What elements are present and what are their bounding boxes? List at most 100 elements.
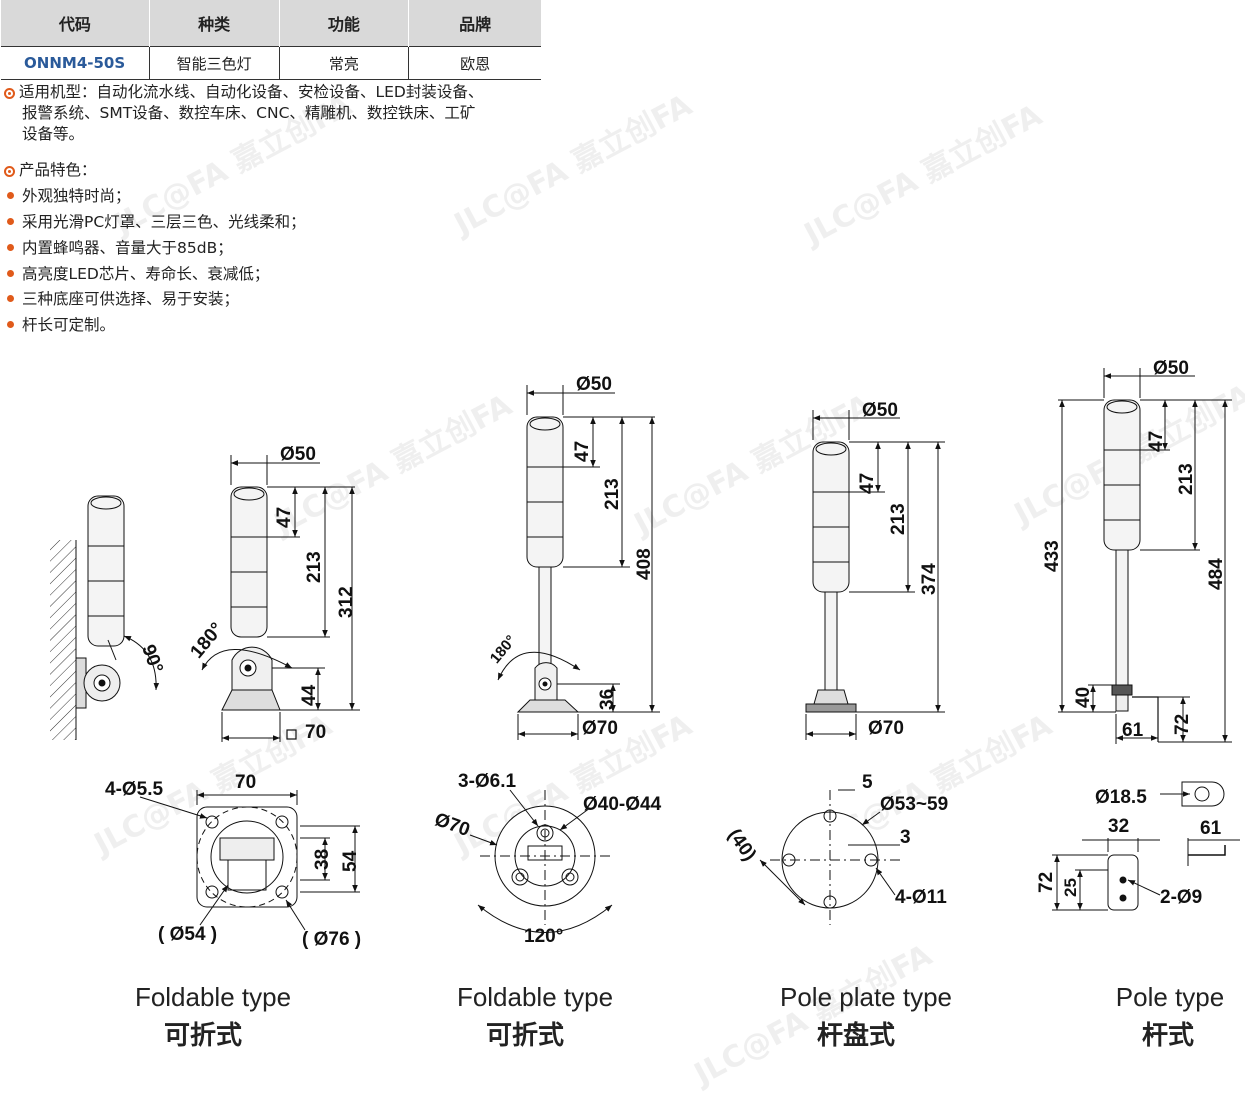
feature-text: 外观独特时尚； xyxy=(22,187,131,205)
dim-sq-70: 70 xyxy=(305,722,326,743)
dim2-angle-180: 180° xyxy=(487,632,520,667)
dim4-72: 72 xyxy=(1172,714,1193,735)
feature-text: 高亮度LED芯片、寿命长、衰减低； xyxy=(22,265,270,283)
drawing-4-bracket-view: Ø18.5 32 61 72 25 2-Ø9 xyxy=(1036,781,1240,911)
dim-base-54: 54 xyxy=(340,850,361,872)
dim2-dia-40-44: Ø40-Ø44 xyxy=(583,794,662,815)
drawing-1-front: 180° Ø50 47 213 312 44 70 xyxy=(186,444,360,743)
dim-base-38: 38 xyxy=(312,849,333,870)
caption-cn: 杆式 xyxy=(1141,1020,1194,1050)
applicable-line-1: 适用机型：自动化流水线、自动化设备、安检设备、LED封装设备、 xyxy=(19,83,484,101)
dim2-36: 36 xyxy=(597,689,618,710)
technical-drawings: 90° 180° Ø50 47 213 312 44 xyxy=(50,358,1240,950)
dim4-bracket-61: 61 xyxy=(1200,818,1222,839)
feature-text: 内置蜂鸣器、音量大于85dB； xyxy=(22,239,233,257)
dot-bullet-icon xyxy=(7,321,14,328)
dim4-213: 213 xyxy=(1176,463,1197,495)
table-row: ONNM4-50S 智能三色灯 常亮 欧恩 xyxy=(0,46,541,80)
drawing-4-front: Ø50 47 213 484 433 40 61 72 xyxy=(1042,358,1232,744)
table-header-row: 代码 种类 功能 品牌 xyxy=(0,0,541,47)
dim2-dia-70: Ø70 xyxy=(582,718,618,739)
dim4-dia-50: Ø50 xyxy=(1153,358,1189,379)
caption-cn: 杆盘式 xyxy=(816,1020,895,1050)
caption-2: Foldable type 可折式 xyxy=(430,982,640,1052)
dim-213: 213 xyxy=(304,551,325,583)
drawing-2-front: 180° Ø50 47 213 408 36 Ø70 xyxy=(487,374,660,740)
caption-4: Pole type 杆式 xyxy=(1100,982,1240,1052)
dim-angle-90: 90° xyxy=(137,642,167,676)
applicable-line-3: 设备等。 xyxy=(22,125,85,143)
dim4-61: 61 xyxy=(1122,720,1144,741)
dim-base-p54: ( Ø54 ) xyxy=(158,924,217,945)
drawing-1-wall-side: 90° xyxy=(50,495,167,740)
dim-47: 47 xyxy=(274,507,295,528)
features-heading-text: 产品特色： xyxy=(19,161,97,179)
caption-en: Foldable type xyxy=(456,982,614,1012)
dim2-base-70: Ø70 xyxy=(432,809,473,841)
dim4-433: 433 xyxy=(1042,540,1063,572)
dot-bullet-icon xyxy=(7,270,14,277)
dot-bullet-icon xyxy=(7,244,14,251)
features-heading: 产品特色： xyxy=(4,158,97,180)
dim-base-70: 70 xyxy=(235,772,256,793)
feature-item: 高亮度LED芯片、寿命长、衰减低； xyxy=(4,262,269,284)
caption-cn: 可折式 xyxy=(485,1020,564,1050)
drawing-3-base-view: 5 Ø53~59 3 4-Ø11 (40) xyxy=(723,772,948,925)
dim-base-p76: ( Ø76 ) xyxy=(302,929,361,950)
dim2-213: 213 xyxy=(602,478,623,510)
cell-brand: 欧恩 xyxy=(408,46,541,80)
cell-type: 智能三色灯 xyxy=(148,46,280,80)
feature-item: 外观独特时尚； xyxy=(4,184,131,206)
feature-item: 三种底座可供选择、易于安装； xyxy=(4,287,239,309)
caption-en: Pole plate type xyxy=(779,982,952,1012)
dim4-dia-18-5: Ø18.5 xyxy=(1095,787,1147,808)
dim3-5: 5 xyxy=(862,772,873,793)
drawing-2-base-view: 3-Ø6.1 Ø40-Ø44 Ø70 120° xyxy=(432,771,662,947)
feature-item: 内置蜂鸣器、音量大于85dB； xyxy=(4,236,233,258)
cell-code: ONNM4-50S xyxy=(0,46,150,80)
header-code: 代码 xyxy=(0,0,150,47)
feature-item: 采用光滑PC灯罩、三层三色、光线柔和； xyxy=(4,210,306,232)
dim4-484: 484 xyxy=(1206,558,1227,590)
header-type: 种类 xyxy=(148,0,280,47)
dim4-bracket-25: 25 xyxy=(1061,878,1080,897)
feature-text: 三种底座可供选择、易于安装； xyxy=(22,290,240,308)
dim-angle-180: 180° xyxy=(186,619,227,663)
dim2-angle-120: 120° xyxy=(524,926,563,947)
header-function: 功能 xyxy=(278,0,409,47)
applicable-models: 适用机型：自动化流水线、自动化设备、安检设备、LED封装设备、 报警系统、SMT… xyxy=(4,82,483,145)
dim-44: 44 xyxy=(299,684,320,706)
drawing-1-base-view: 70 4-Ø5.5 38 54 ( Ø54 ) ( Ø76 ) xyxy=(105,772,361,950)
caption-3: Pole plate type 杆盘式 xyxy=(756,982,976,1052)
cell-function: 常亮 xyxy=(278,46,409,80)
caption-en: Foldable type xyxy=(134,982,292,1012)
dim2-holes-6-1: 3-Ø6.1 xyxy=(458,771,517,792)
ring-bullet-icon xyxy=(4,88,15,99)
dot-bullet-icon xyxy=(7,192,14,199)
dim4-47: 47 xyxy=(1146,431,1167,452)
applicable-line-2: 报警系统、SMT设备、数控车床、CNC、精雕机、数控铁床、工矿 xyxy=(22,104,476,122)
header-brand: 品牌 xyxy=(408,0,541,47)
dim2-47: 47 xyxy=(572,441,593,462)
dim3-3: 3 xyxy=(900,827,911,848)
dim-holes-5-5: 4-Ø5.5 xyxy=(105,779,164,800)
dim4-bracket-72: 72 xyxy=(1036,872,1057,893)
dim3-40: (40) xyxy=(723,825,760,865)
spec-table: 代码 种类 功能 品牌 ONNM4-50S 智能三色灯 常亮 欧恩 xyxy=(0,0,541,80)
caption-cn: 可折式 xyxy=(163,1020,242,1050)
dim4-bracket-32: 32 xyxy=(1108,816,1129,837)
feature-text: 杆长可定制。 xyxy=(22,316,116,334)
dim3-holes-11: 4-Ø11 xyxy=(895,887,947,908)
ring-bullet-icon xyxy=(4,166,15,177)
dim2-408: 408 xyxy=(634,548,655,580)
dot-bullet-icon xyxy=(7,295,14,302)
feature-text: 采用光滑PC灯罩、三层三色、光线柔和； xyxy=(22,213,306,231)
dim3-dia-53-59: Ø53~59 xyxy=(880,794,948,815)
dim-dia-50: Ø50 xyxy=(280,444,316,465)
drawing-3-front: Ø50 47 213 374 Ø70 xyxy=(805,400,945,740)
dim-312: 312 xyxy=(336,586,357,618)
dim3-dia-70: Ø70 xyxy=(868,718,904,739)
dim3-47: 47 xyxy=(857,473,878,494)
dim4-40: 40 xyxy=(1073,687,1094,708)
dim3-dia-50: Ø50 xyxy=(862,400,898,421)
